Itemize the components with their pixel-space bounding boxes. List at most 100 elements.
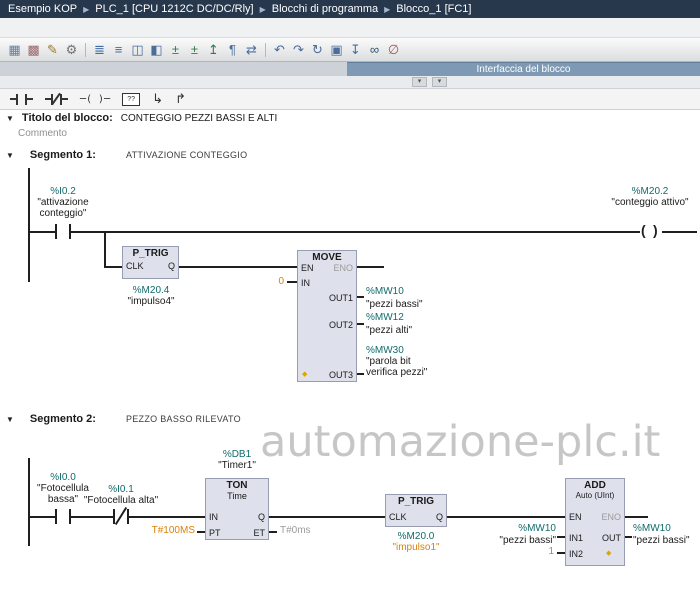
segment1-title[interactable]: ATTIVAZIONE CONTEGGIO (126, 150, 247, 160)
segment1-label[interactable]: Segmento 1: (30, 149, 96, 161)
interface-bar-label: Interfaccia del blocco (477, 64, 571, 75)
coil[interactable]: ( (641, 222, 646, 238)
pin-label: Q (168, 262, 175, 271)
operand-address[interactable]: %MW12 (366, 312, 404, 323)
no-contact[interactable] (69, 509, 71, 524)
block-title-value[interactable]: CONTEGGIO PEZZI BASSI E ALTI (121, 113, 278, 124)
monitoring-icon[interactable]: ∞ (366, 41, 383, 59)
db-address[interactable]: %DB1 (197, 449, 277, 460)
insert-output-icon[interactable]: ± (186, 41, 203, 59)
breadcrumb-project[interactable]: Esempio KOP (8, 3, 77, 15)
goto-next-error-icon[interactable]: ↷ (290, 41, 307, 59)
goto-previous-error-icon[interactable]: ↶ (271, 41, 288, 59)
operand-name[interactable]: "pezzi bassi" (476, 535, 556, 546)
ptrig-instruction-box[interactable]: P_TRIG CLK Q (385, 494, 447, 527)
operand-name[interactable]: "pezzi bassi" (633, 535, 690, 546)
operand-address[interactable]: %I0.0 (23, 472, 103, 483)
editor-toolbar: ▦ ▩ ✎ ⚙ ≣ ≡ ◫ ◧ ± ± ↥ ¶ ⇄ ↶ ↷ ↻ ▣ ↧ ∞ ∅ (0, 38, 700, 62)
delete-network-icon[interactable]: ▩ (25, 41, 42, 59)
wire (357, 266, 384, 268)
operand-address[interactable]: %I0.2 (23, 186, 103, 197)
breadcrumb-arrow-icon: ▶ (83, 5, 89, 14)
insert-nc-contact-button[interactable] (45, 91, 68, 107)
operand-name[interactable]: "parola bit verifica pezzi" (366, 356, 427, 378)
operand-name[interactable]: "impulso4" (111, 296, 191, 307)
operand-name[interactable]: "pezzi bassi" (366, 299, 423, 310)
pin-label: Q (436, 513, 443, 522)
interface-bar[interactable]: Interfaccia del blocco (347, 62, 700, 76)
operand-name[interactable]: "Fotocellula alta" (81, 495, 161, 506)
collapse-arrow-icon[interactable]: ▼ (6, 114, 14, 123)
interface-expand-button[interactable]: ▾ (432, 77, 447, 87)
collapse-arrow-icon[interactable]: ▼ (6, 151, 14, 160)
insert-input-icon[interactable]: ± (167, 41, 184, 59)
insert-no-contact-button[interactable] (10, 91, 33, 107)
collapse-arrow-icon[interactable]: ▼ (6, 415, 14, 424)
snapshot-icon[interactable]: ▣ (328, 41, 345, 59)
move-instruction-box[interactable]: MOVE EN ENO IN OUT1 OUT2 OUT3 ◆ (297, 250, 357, 382)
operand-name[interactable]: "impulso1" (376, 542, 456, 553)
contact-gap (57, 223, 69, 239)
pin-label: OUT1 (329, 294, 353, 303)
operand-address[interactable]: %M20.0 (376, 531, 456, 542)
update-block-call-icon[interactable]: ↻ (309, 41, 326, 59)
wire (557, 552, 565, 554)
segment2-title[interactable]: PEZZO BASSO RILEVATO (126, 414, 241, 424)
constant-value[interactable]: 0 (270, 276, 284, 287)
db-name[interactable]: "Timer1" (197, 460, 277, 471)
block-title-row: ▼ Titolo del blocco: CONTEGGIO PEZZI BAS… (6, 110, 277, 126)
show-operand-info-icon[interactable]: ◧ (148, 41, 165, 59)
operand-name[interactable]: "attivazione conteggio" (23, 197, 103, 219)
breadcrumb-plc[interactable]: PLC_1 [CPU 1212C DC/DC/Rly] (95, 3, 253, 15)
insert-network-icon[interactable]: ▦ (6, 41, 23, 59)
wire (447, 516, 565, 518)
block-comment[interactable]: Commento (18, 128, 67, 139)
operand-address[interactable]: %MW30 (366, 345, 404, 356)
add-instruction-box[interactable]: ADD Auto (UInt) EN ENO IN1 IN2 OUT ◆ (565, 478, 625, 566)
constant-value[interactable]: T#100MS (140, 525, 195, 536)
operand-name[interactable]: "conteggio attivo" (610, 197, 690, 208)
ptrig-instruction-box[interactable]: P_TRIG CLK Q (122, 246, 179, 279)
constant-value[interactable]: 1 (536, 546, 554, 557)
pin-label: ENO (333, 264, 353, 273)
operand-address[interactable]: %I0.1 (81, 484, 161, 495)
operand-address[interactable]: %M20.2 (610, 186, 690, 197)
operand-name[interactable]: "pezzi alti" (366, 325, 412, 336)
show-comments-icon[interactable]: ◫ (129, 41, 146, 59)
nc-contact[interactable] (127, 509, 129, 524)
operand-address[interactable]: %MW10 (366, 286, 404, 297)
no-contact[interactable] (69, 224, 71, 239)
no-contact[interactable] (55, 224, 57, 239)
coil[interactable]: ) (653, 222, 658, 238)
new-pin-marker-icon: ◆ (606, 550, 611, 557)
toolbar-separator (85, 43, 86, 57)
breadcrumb-program-blocks[interactable]: Blocchi di programma (272, 3, 378, 15)
operand-address[interactable]: %MW10 (476, 523, 556, 534)
open-branch-button[interactable]: ↳ (152, 91, 163, 107)
network-comment-icon[interactable]: ¶ (224, 41, 241, 59)
operand-address[interactable]: %MW10 (633, 523, 671, 534)
ton-instruction-box[interactable]: TON Time IN PT Q ET (205, 478, 269, 540)
interface-collapse-button[interactable]: ▾ (412, 77, 427, 87)
output-value: T#0ms (280, 525, 311, 536)
network-properties-icon[interactable]: ⚙ (63, 41, 80, 59)
wire (287, 281, 297, 283)
load-snapshot-icon[interactable]: ↧ (347, 41, 364, 59)
absolute-symbolic-toggle-icon[interactable]: ⇄ (243, 41, 260, 59)
close-branch-icon: ↱ (175, 92, 186, 106)
segment2-label[interactable]: Segmento 2: (30, 413, 96, 425)
stop-monitoring-icon[interactable]: ∅ (385, 41, 402, 59)
invert-rlo-icon[interactable]: ↥ (205, 41, 222, 59)
operand-address[interactable]: %M20.4 (111, 285, 191, 296)
close-all-networks-icon[interactable]: ≡ (110, 41, 127, 59)
wire (357, 323, 364, 325)
pin-label: PT (209, 529, 221, 538)
no-contact[interactable] (55, 509, 57, 524)
close-branch-button[interactable]: ↱ (175, 91, 186, 107)
interface-substrip: ▾ ▾ (0, 76, 700, 89)
rename-network-icon[interactable]: ✎ (44, 41, 61, 59)
open-all-networks-icon[interactable]: ≣ (91, 41, 108, 59)
insert-empty-box-button[interactable]: ?? (122, 91, 140, 107)
insert-coil-button[interactable]: ─( )─ (80, 91, 110, 107)
breadcrumb-block[interactable]: Blocco_1 [FC1] (396, 3, 471, 15)
